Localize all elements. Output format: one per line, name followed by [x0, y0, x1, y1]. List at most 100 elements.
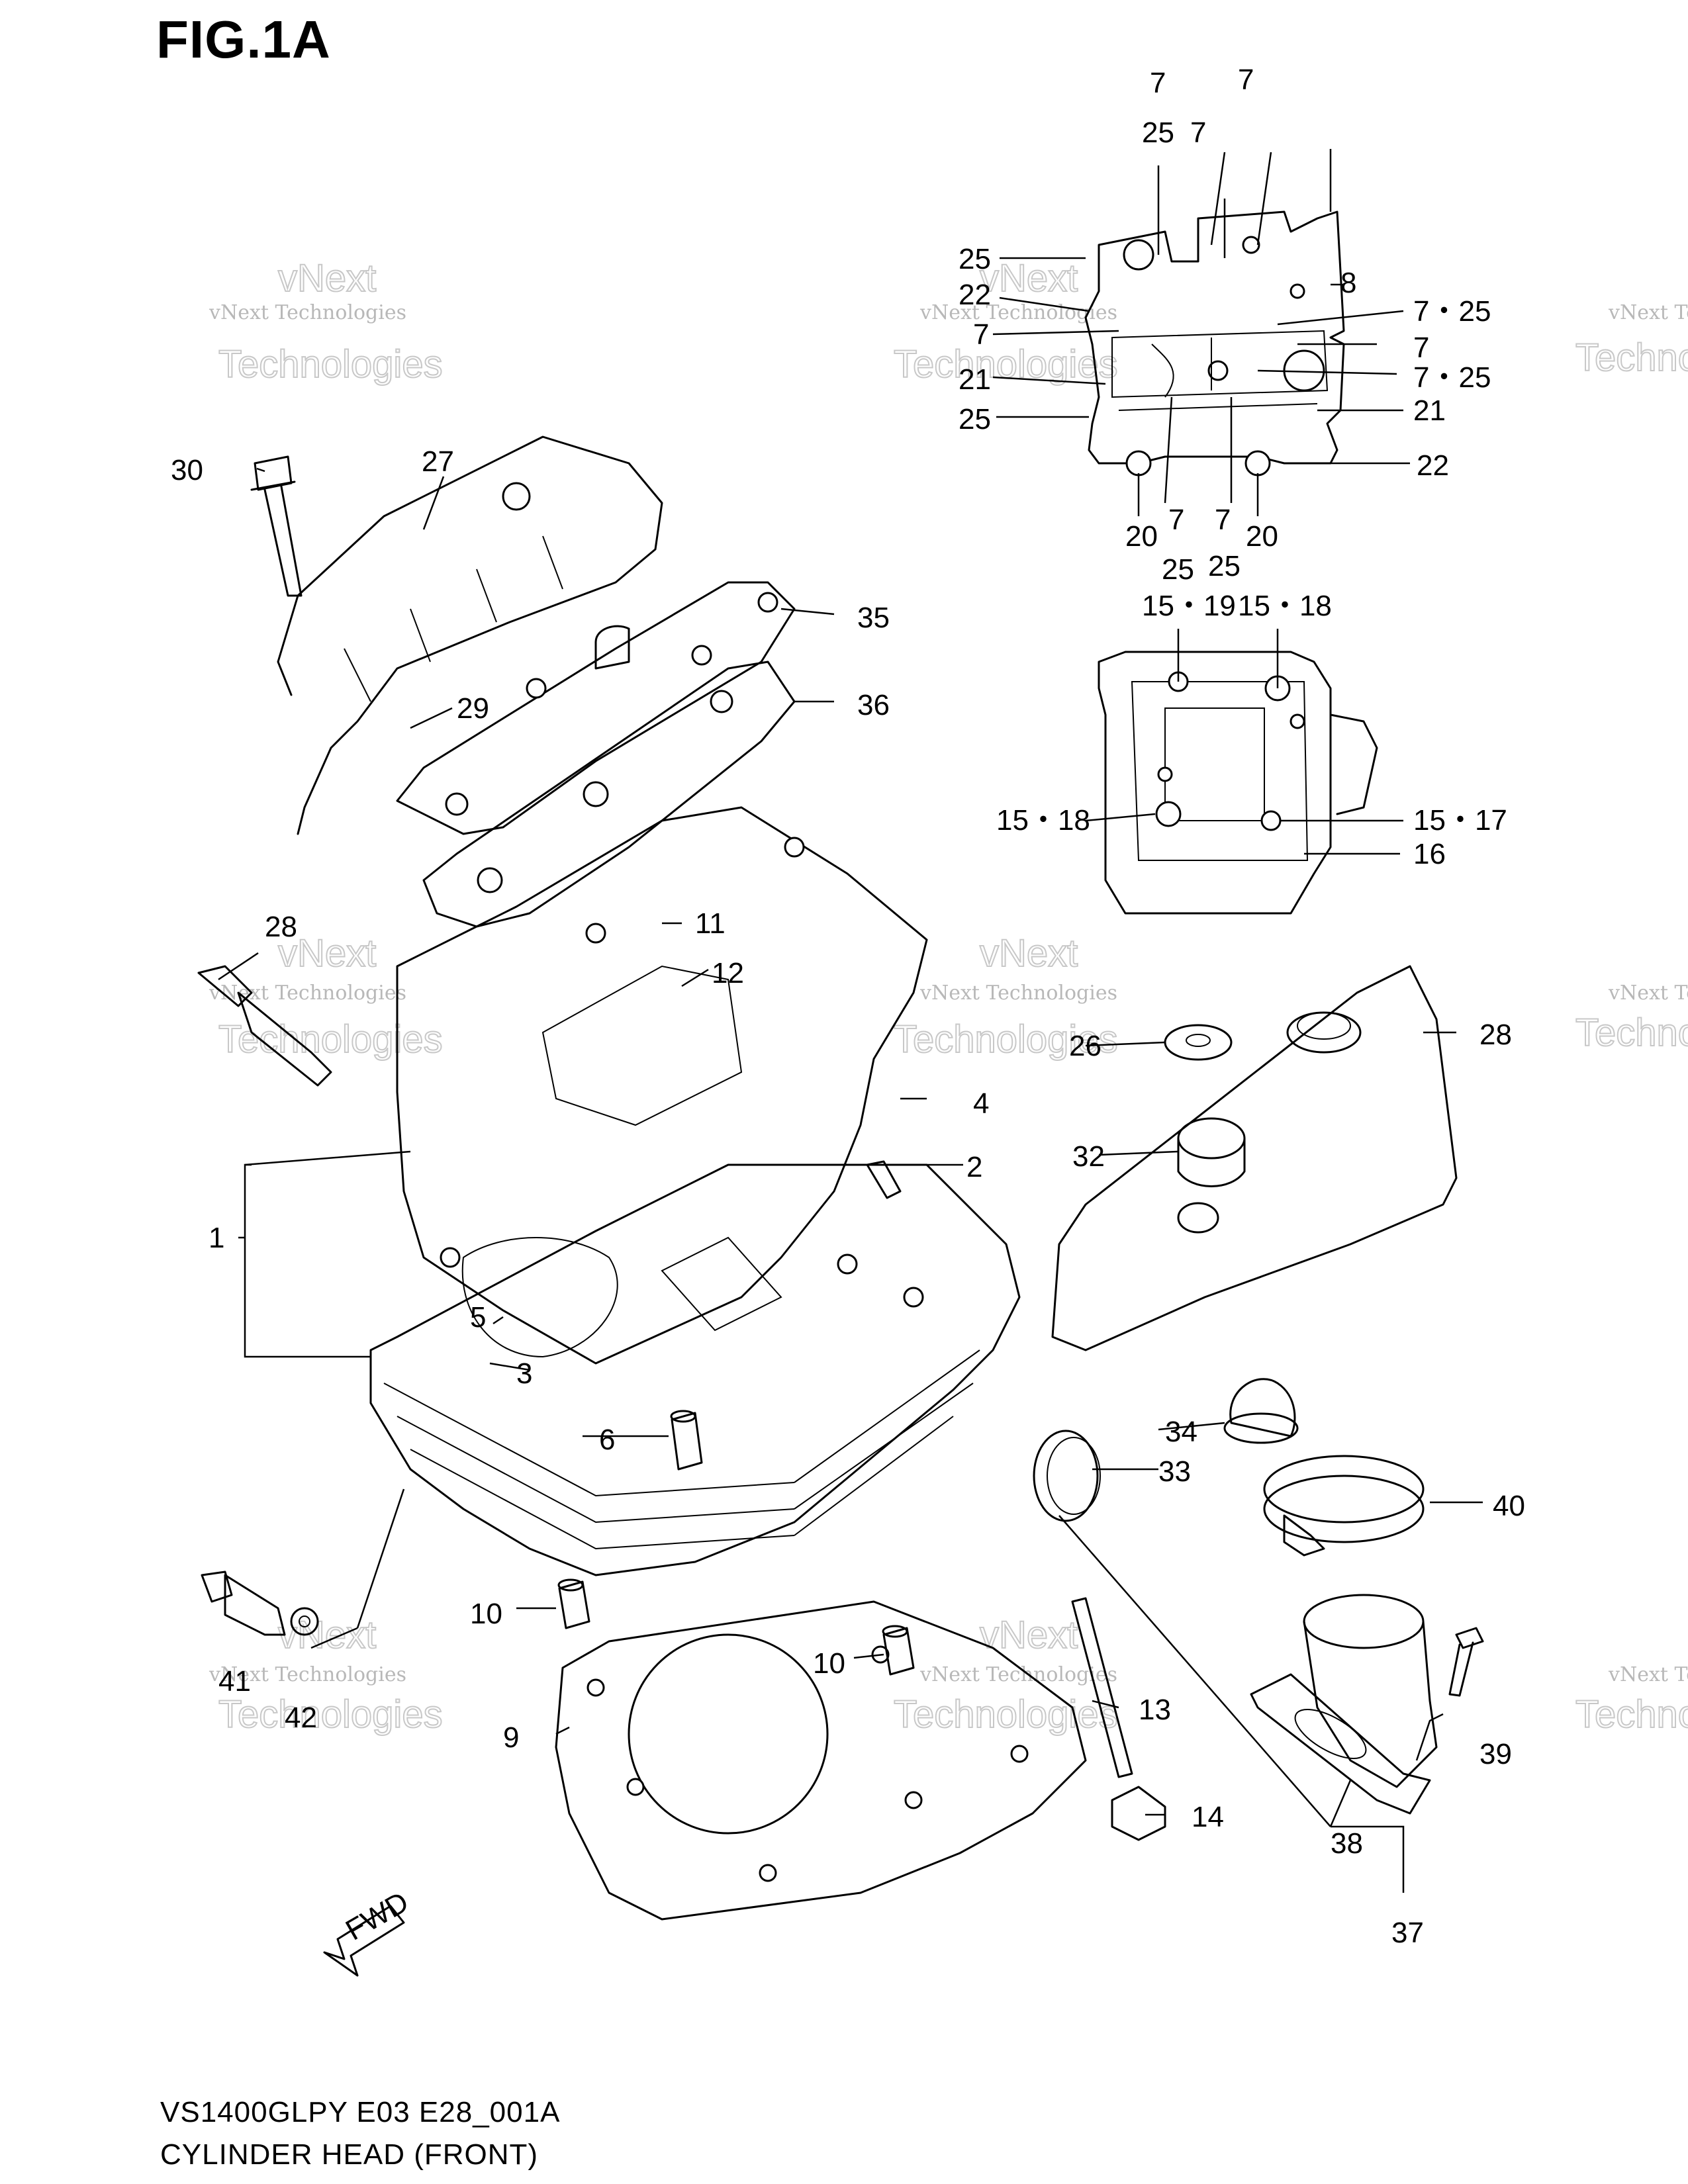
callout-23: 25 — [959, 403, 991, 435]
bolt-31-drawing — [250, 455, 303, 597]
svg-text:vNext Technologies: vNext Technologies — [919, 301, 1117, 324]
svg-text:Technologies: Technologies — [218, 1693, 443, 1736]
svg-text:vNext Technologies: vNext Technologies — [919, 981, 1117, 1005]
callout-40: 40 — [1493, 1490, 1525, 1522]
callout-38: 38 — [1331, 1827, 1363, 1860]
bolt-39-drawing — [1448, 1627, 1484, 1697]
callout-22-left: 22 — [959, 279, 991, 311]
callout-8-top: 7 — [1238, 64, 1254, 96]
svg-text:Technologies: Technologies — [894, 1018, 1118, 1061]
callout-8-right: 8 — [1340, 267, 1356, 299]
plug-33-drawing — [1033, 1430, 1101, 1522]
svg-text:Technologies: Technologies — [1575, 336, 1688, 379]
clamp-40-drawing — [1263, 1455, 1425, 1557]
callout-25-a: 25 — [1142, 116, 1174, 149]
svg-text:vNext Technologies: vNext Technologies — [209, 1663, 406, 1686]
svg-text:vNext Technologies: vNext Technologies — [1608, 1663, 1688, 1686]
callout-14: 14 — [1192, 1801, 1224, 1833]
callout-7-25-b: 7・25 — [1413, 361, 1491, 394]
svg-text:Technologies: Technologies — [1575, 1693, 1688, 1736]
cylinder-head-cover-29-drawing — [277, 435, 663, 835]
callout-1: 1 — [209, 1222, 224, 1254]
footer-caption: CYLINDER HEAD (FRONT) — [160, 2138, 539, 2171]
svg-text:FWD: FWD — [340, 1886, 414, 1947]
watermark-edge-3: Technologies vNext Technologies — [1575, 1663, 1688, 1737]
callout-33: 33 — [1158, 1455, 1191, 1488]
callout-10-left: 10 — [470, 1598, 502, 1630]
svg-text:Technologies: Technologies — [218, 1018, 443, 1061]
nut-14-drawing — [1111, 1786, 1166, 1841]
fwd-direction-arrow: FWD — [323, 1886, 414, 1977]
callout-10-right: 10 — [813, 1647, 845, 1680]
grommet-32-drawing — [1177, 1117, 1246, 1187]
callout-15-18-top: 15・18 — [1238, 590, 1332, 622]
figure-title: FIG.1A — [156, 10, 331, 69]
callout-6: 6 — [599, 1424, 615, 1456]
callout-7-bottom-a: 7 — [1168, 504, 1184, 536]
callout-35: 35 — [857, 602, 890, 634]
cam-housing-35-drawing — [396, 581, 796, 835]
cam-cover-gasket-drawing — [1098, 651, 1378, 915]
svg-text:Technologies: Technologies — [894, 343, 1118, 386]
callout-9: 9 — [503, 1721, 519, 1754]
cylinder-head-1-drawing — [369, 806, 1021, 1576]
svg-text:vNext: vNext — [278, 1614, 376, 1657]
callout-25-c: 25 — [1162, 553, 1194, 586]
svg-text:Technologies: Technologies — [1575, 1011, 1688, 1054]
svg-text:vNext Technologies: vNext Technologies — [209, 301, 406, 324]
callout-27: 28 — [265, 911, 297, 943]
callout-26: 26 — [1069, 1030, 1102, 1062]
callout-7-25-a: 7・25 — [1413, 295, 1491, 328]
callout-22-top: 7 — [1190, 116, 1206, 149]
callout-4: 4 — [973, 1087, 989, 1120]
watermark-edge-1: Technologies vNext Technologies — [1575, 301, 1688, 380]
sensor-41-drawing — [201, 1570, 286, 1636]
stud-13-drawing — [1071, 1597, 1133, 1778]
leader-lines — [218, 149, 1483, 1893]
callout-20-right: 20 — [1246, 520, 1278, 553]
callout-15-18-left: 15・18 — [996, 804, 1090, 837]
watermark-1: Technologies vNext Technologies vNext — [209, 256, 444, 387]
callout-7-bottom-b: 7 — [1215, 504, 1231, 536]
callout-34: 34 — [1165, 1416, 1197, 1448]
callout-41: 41 — [218, 1665, 251, 1698]
svg-text:vNext: vNext — [278, 932, 376, 975]
svg-text:vNext: vNext — [278, 257, 376, 300]
callout-32: 32 — [1072, 1140, 1105, 1173]
washer-42-drawing — [290, 1607, 319, 1636]
svg-text:Technologies: Technologies — [894, 1693, 1118, 1736]
callout-21-right: 21 — [1413, 394, 1446, 427]
callout-31: 30 — [171, 454, 203, 486]
watermark-5: Technologies vNext Technologies vNext — [209, 1613, 444, 1737]
watermark-edge-2: Technologies vNext Technologies — [1575, 981, 1688, 1055]
intake-pipe-37-drawing — [1250, 1594, 1438, 1815]
svg-text:vNext: vNext — [980, 257, 1078, 300]
callout-20-left: 20 — [1125, 520, 1158, 553]
callout-13: 13 — [1139, 1694, 1171, 1726]
svg-text:Technologies: Technologies — [218, 343, 443, 386]
spark-plug-27-drawing — [197, 965, 332, 1087]
callout-29: 27 — [422, 445, 454, 478]
callout-2: 2 — [966, 1151, 982, 1183]
callout-21-left: 21 — [959, 363, 991, 396]
callout-15-17: 15・17 — [1413, 804, 1507, 837]
watermark-2: Technologies vNext Technologies vNext — [893, 256, 1119, 387]
callout-7-right: 7 — [1413, 332, 1429, 364]
dowel-6-drawing — [670, 1410, 703, 1471]
callout-28: 28 — [1479, 1019, 1512, 1051]
dowel-10-left-drawing — [557, 1578, 590, 1629]
watermark-6: Technologies vNext Technologies vNext — [893, 1613, 1119, 1737]
callout-12: 12 — [712, 957, 744, 989]
guide-2-drawing — [866, 1160, 902, 1199]
grommet-26-drawing — [1164, 1024, 1233, 1061]
callout-25-d: 25 — [1208, 550, 1241, 582]
watermark-4: Technologies vNext Technologies vNext — [893, 931, 1119, 1062]
callout-7-left: 7 — [973, 318, 989, 351]
callout-11: 11 — [695, 907, 726, 940]
cover-28-drawing — [1051, 965, 1458, 1351]
callout-3: 3 — [516, 1357, 532, 1390]
callout-39: 39 — [1479, 1738, 1512, 1770]
callout-24: 25 — [959, 243, 991, 275]
callout-5: 5 — [470, 1301, 486, 1334]
